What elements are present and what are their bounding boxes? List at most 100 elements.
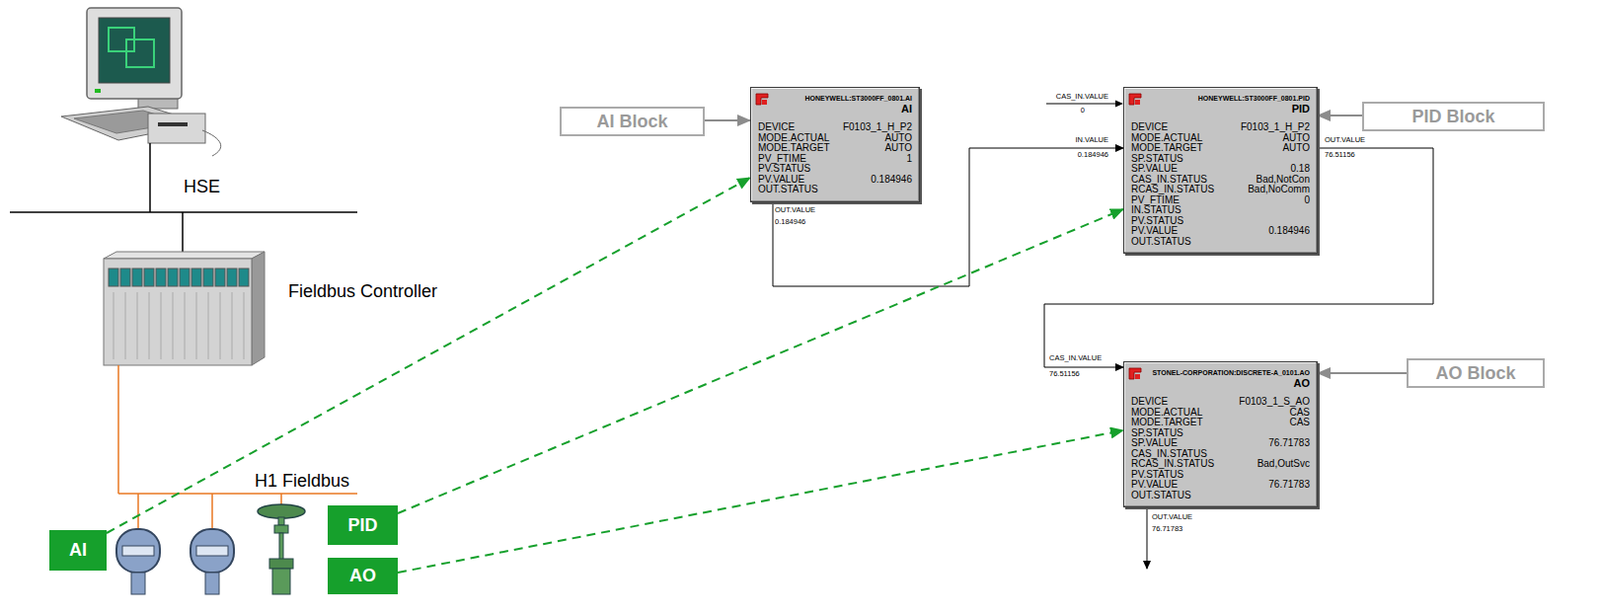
transmitter-icon: [116, 529, 160, 595]
parameter-name: SP.STATUS: [1131, 428, 1184, 440]
tag-text: AI: [69, 539, 87, 561]
block-icon: [1128, 367, 1143, 381]
parameter-name: SP.STATUS: [1131, 153, 1184, 165]
parameter-value: 76.71783: [1268, 438, 1310, 450]
parameter-value: Bad,OutSvc: [1257, 458, 1310, 470]
port-label: 76.51156: [1323, 151, 1357, 159]
parameter-name: PV.STATUS: [1131, 216, 1184, 228]
parameter-value: 0.18: [1291, 163, 1310, 175]
function-block: HONEYWELL:ST3000FF_0801.PIDPID DEVICE F010…: [1123, 86, 1318, 254]
h1-fieldbus-wiring: [118, 365, 358, 530]
hse-network: [9, 143, 358, 253]
port-label: 76.71783: [1150, 525, 1184, 534]
parameter-name: MODE.ACTUAL: [1131, 133, 1203, 145]
transmitter-icon: [190, 529, 234, 595]
parameter-value: F0103_1_H_P2: [842, 122, 913, 134]
network-label: H1 Fieldbus: [254, 470, 350, 491]
tag-text: PID: [347, 515, 378, 536]
port-label: CAS_IN.VALUE: [1048, 354, 1103, 363]
parameter-name: MODE.ACTUAL: [758, 133, 830, 145]
parameter-value: 0.184946: [870, 174, 913, 186]
port-label: OUT.VALUE: [1150, 513, 1194, 522]
parameter-name: IN.STATUS: [1131, 205, 1182, 217]
callout-text: AO Block: [1435, 363, 1516, 384]
parameter-name: OUT.STATUS: [1131, 490, 1192, 502]
block-type: AO: [1294, 377, 1311, 389]
callout-box: AI Block: [559, 106, 705, 137]
parameter-name: OUT.STATUS: [1131, 236, 1192, 248]
function-block: STONEL-CORPORATION:DISCRETE-A_0101.AOAOD…: [1123, 361, 1318, 508]
parameter-name: DEVICE: [1131, 122, 1168, 134]
parameter-name: SP.VALUE: [1131, 438, 1178, 450]
function-tag: PID: [327, 505, 398, 545]
parameter-name: RCAS_IN.STATUS: [1131, 458, 1215, 470]
parameter-name: PV.VALUE: [1131, 226, 1178, 237]
parameter-name: OUT.STATUS: [758, 184, 819, 196]
block-tag: HONEYWELL:ST3000FF_0801.PID: [1198, 94, 1310, 102]
parameter-name: CAS_IN.STATUS: [1131, 449, 1208, 460]
function-tag: AO: [327, 557, 398, 595]
block-icon: [755, 92, 769, 106]
parameter-name: SP.VALUE: [1131, 163, 1178, 175]
callout-box: AO Block: [1406, 358, 1545, 388]
parameter-name: MODE.TARGET: [1131, 417, 1204, 429]
parameter-value: AUTO: [1282, 133, 1310, 145]
parameter-value: 76.71783: [1268, 479, 1310, 491]
parameter-name: PV.STATUS: [758, 163, 811, 175]
signal-wire: [1146, 507, 1148, 569]
block-icon: [1128, 92, 1143, 106]
parameter-value: Bad,NotCon: [1256, 174, 1310, 186]
control-valve-icon: [257, 504, 305, 595]
parameter-value: AUTO: [1282, 143, 1310, 154]
block-tag: HONEYWELL:ST3000FF_0801.AI: [804, 94, 913, 102]
block-type: AI: [901, 102, 913, 115]
parameter-name: PV.VALUE: [758, 174, 805, 186]
parameter-value: Bad,NoComm: [1247, 184, 1310, 196]
parameter-name: DEVICE: [758, 122, 795, 134]
mapping-arrow: [106, 177, 751, 534]
port-label: 0.184946: [1076, 151, 1110, 159]
parameter-name: PV.STATUS: [1131, 469, 1184, 481]
network-label: HSE: [183, 176, 221, 197]
callout-text: AI Block: [596, 111, 668, 133]
port-label: IN.VALUE: [1073, 136, 1110, 145]
port-label: OUT.VALUE: [773, 206, 817, 215]
fieldbus-controller-icon: [103, 251, 265, 366]
parameter-value: CAS: [1289, 417, 1310, 429]
mapping-arrow: [397, 430, 1124, 573]
network-label: Fieldbus Controller: [288, 281, 438, 302]
signal-link: [1317, 114, 1363, 117]
parameter-name: PV_FTIME: [758, 153, 807, 165]
function-block: HONEYWELL:ST3000FF_0801.AIAI DEVICE F0103_…: [750, 86, 920, 203]
parameter-value: AUTO: [884, 143, 913, 154]
mapping-arrow: [397, 209, 1124, 514]
parameter-value: CAS: [1289, 407, 1310, 419]
port-label: 0.184946: [773, 218, 807, 227]
parameter-name: CAS_IN.STATUS: [1131, 174, 1208, 186]
parameter-value: F0103_1_S_AO: [1238, 396, 1310, 408]
tag-text: AO: [349, 565, 377, 587]
callout-text: PID Block: [1411, 106, 1495, 128]
parameter-name: RCAS_IN.STATUS: [1131, 184, 1215, 196]
parameter-name: DEVICE: [1131, 396, 1168, 408]
parameter-value: 1: [906, 153, 913, 165]
parameter-value: 0: [1303, 195, 1310, 207]
function-tag: AI: [49, 530, 107, 571]
port-label: OUT.VALUE: [1323, 136, 1367, 145]
port-label: CAS_IN.VALUE: [1055, 92, 1110, 101]
signal-link: [1317, 372, 1407, 375]
callout-box: PID Block: [1362, 101, 1545, 132]
parameter-name: MODE.ACTUAL: [1131, 407, 1203, 419]
parameter-name: PV.VALUE: [1131, 479, 1178, 491]
block-type: PID: [1292, 102, 1310, 115]
parameter-name: PV_FTIME: [1131, 195, 1180, 207]
parameter-value: 0.184946: [1268, 226, 1310, 237]
port-label: 76.51156: [1048, 370, 1081, 379]
parameter-name: MODE.TARGET: [1131, 143, 1204, 154]
computer-icon: [61, 7, 222, 156]
parameter-value: F0103_1_H_P2: [1240, 122, 1310, 134]
parameter-name: MODE.TARGET: [758, 143, 831, 154]
parameter-value: AUTO: [884, 133, 913, 145]
port-label: 0: [1079, 106, 1086, 115]
